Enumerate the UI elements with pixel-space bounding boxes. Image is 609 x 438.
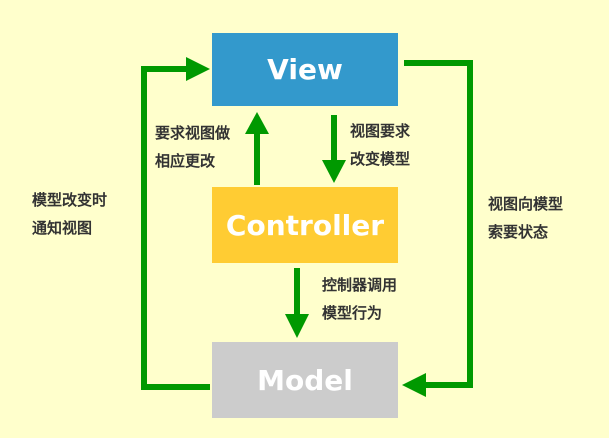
label-view-to-model-line1: 视图向模型 (488, 195, 564, 213)
model-node-label: Model (257, 363, 353, 397)
label-view-to-controller-line2: 改变模型 (350, 150, 411, 168)
label-view-to-model-line2: 索要状态 (488, 223, 549, 241)
label-controller-to-model-line2: 模型行为 (322, 304, 383, 322)
view-node: View (212, 33, 398, 106)
arrow-model-to-view (141, 66, 210, 390)
label-controller-to-view-line2: 相应更改 (155, 152, 216, 170)
label-view-to-controller-line1: 视图要求 (350, 122, 411, 140)
label-controller-to-view: 要求视图做 相应更改 (155, 119, 230, 175)
view-node-label: View (267, 53, 343, 86)
label-view-to-controller: 视图要求 改变模型 (350, 117, 410, 173)
label-controller-to-model-line1: 控制器调用 (322, 276, 398, 294)
label-model-to-view-line2: 通知视图 (32, 219, 93, 237)
label-controller-to-view-line1: 要求视图做 (155, 124, 231, 142)
label-controller-to-model: 控制器调用 模型行为 (322, 271, 397, 327)
model-node: Model (212, 342, 398, 418)
arrowhead-up-to-view (245, 112, 269, 134)
arrowhead-down-to-model (285, 314, 309, 338)
label-view-to-model: 视图向模型 索要状态 (488, 190, 563, 246)
label-model-to-view: 模型改变时 通知视图 (32, 186, 107, 242)
controller-node: Controller (212, 187, 398, 263)
controller-node-label: Controller (225, 208, 385, 242)
label-model-to-view-line1: 模型改变时 (32, 191, 108, 209)
arrowhead-into-model (402, 373, 426, 397)
arrowhead-down-to-controller (322, 160, 346, 183)
arrowhead-into-view (186, 57, 210, 81)
arrow-view-to-model (404, 60, 473, 388)
